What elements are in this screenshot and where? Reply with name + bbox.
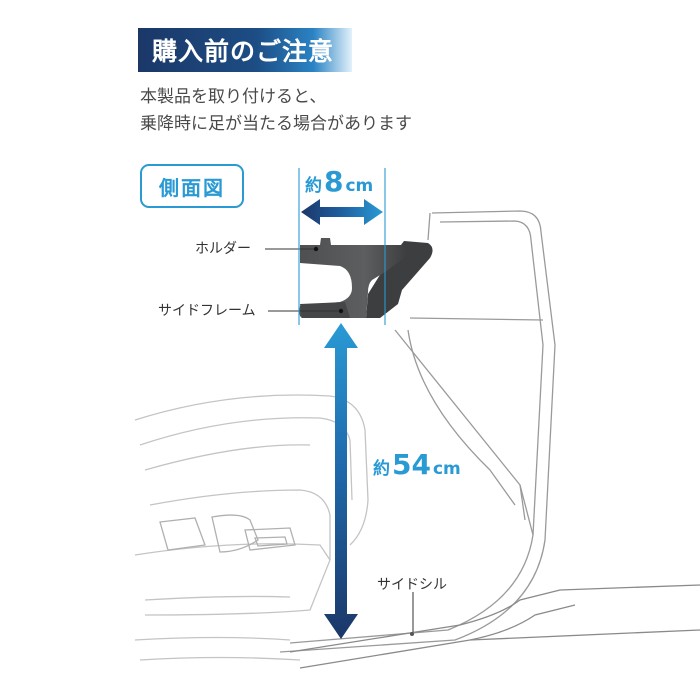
width-measurement: 約 8 cm	[305, 165, 373, 198]
caution-line-2: 乗降時に足が当たる場合があります	[140, 114, 412, 134]
page-title: 購入前のご注意	[138, 28, 353, 72]
height-unit: cm	[432, 459, 461, 479]
side-frame-label: サイドフレーム	[158, 303, 256, 319]
double-arrow-vertical-icon	[324, 323, 358, 639]
side-sill	[289, 584, 700, 669]
height-value: 54	[392, 448, 431, 481]
width-approx: 約	[305, 176, 322, 196]
holder-label: ホルダー	[195, 241, 251, 257]
side-frame-point	[338, 308, 344, 314]
holder-point	[313, 246, 319, 252]
caution-text: 本製品を取り付けると、 乗降時に足が当たる場合があります	[140, 84, 412, 138]
side-view-badge: 側面図	[140, 164, 244, 208]
caution-line-1: 本製品を取り付けると、	[140, 87, 327, 107]
height-approx: 約	[373, 459, 390, 479]
double-arrow-horizontal-icon	[301, 199, 383, 225]
holder-product	[299, 238, 433, 318]
side-sill-label: サイドシル	[377, 577, 447, 593]
door-frame	[279, 210, 556, 653]
seat-switches	[159, 514, 296, 553]
width-value: 8	[324, 165, 344, 198]
width-unit: cm	[345, 176, 374, 196]
height-measurement: 約 54 cm	[373, 448, 461, 481]
